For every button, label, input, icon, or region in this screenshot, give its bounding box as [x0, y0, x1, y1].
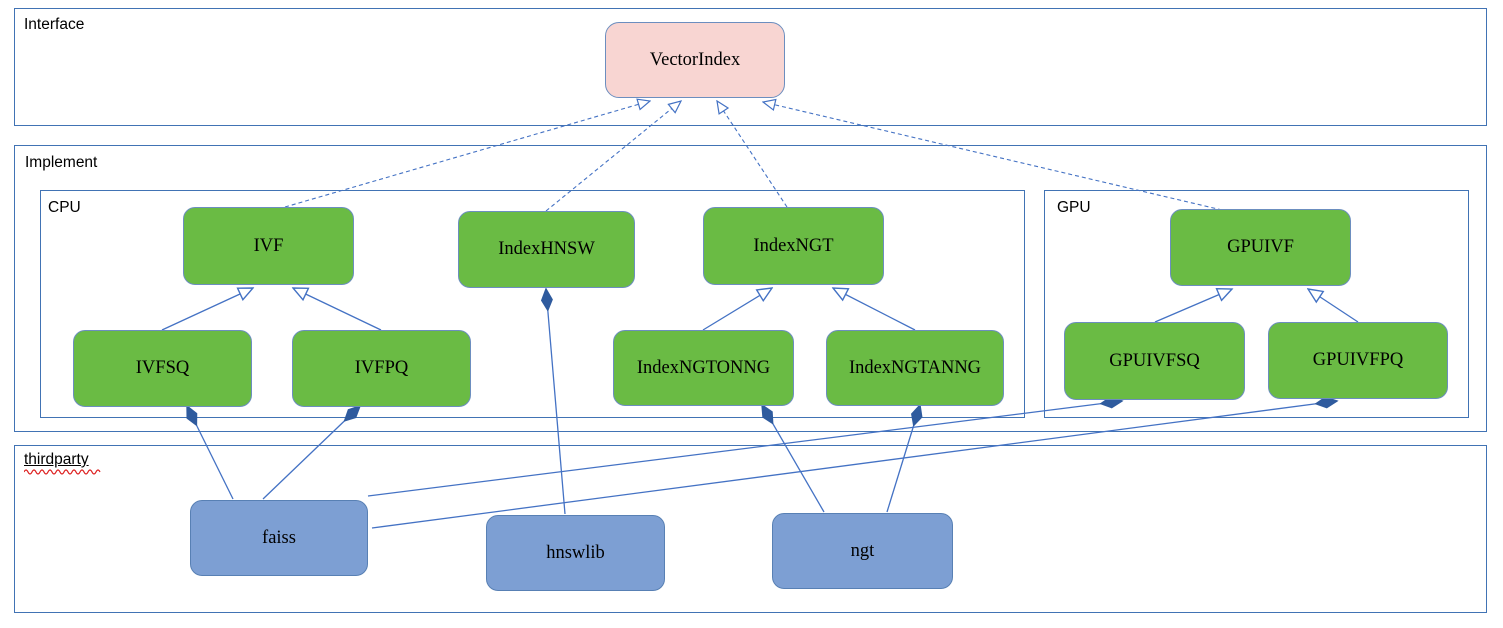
section-thirdparty[interactable] [14, 445, 1487, 613]
section-interface[interactable] [14, 8, 1487, 126]
node-indexngt[interactable]: IndexNGT [703, 207, 884, 285]
edge-indexhnsw-hnswlib [546, 289, 566, 515]
edge-gpuivfpq-gpuivf [1308, 289, 1359, 323]
edge-indexngt-vectorindex [717, 101, 788, 208]
node-indexhnsw[interactable]: IndexHNSW [458, 211, 635, 288]
node-faiss[interactable]: faiss [190, 500, 368, 576]
node-indexngtanng[interactable]: IndexNGTANNG [826, 330, 1004, 406]
edge-gpuivfsq-faiss [367, 401, 1122, 497]
node-ivf[interactable]: IVF [183, 207, 354, 285]
edge-ivfpq-ivf [293, 288, 382, 331]
node-gpuivfsq[interactable]: GPUIVFSQ [1064, 322, 1245, 400]
section-label-implement: Implement [25, 154, 98, 171]
edge-indexhnsw-vectorindex [545, 101, 681, 212]
node-indexngtonng[interactable]: IndexNGTONNG [613, 330, 794, 406]
section-implement[interactable] [14, 145, 1487, 432]
node-vectorindex[interactable]: VectorIndex [605, 22, 785, 98]
edge-ivfsq-ivf [161, 288, 253, 331]
edge-gpuivfsq-gpuivf [1154, 289, 1232, 323]
section-label-interface: Interface [24, 16, 85, 33]
node-hnswlib[interactable]: hnswlib [486, 515, 665, 591]
edge-ivfsq-faiss [187, 406, 234, 500]
node-gpuivf[interactable]: GPUIVF [1170, 209, 1351, 286]
node-ivfpq[interactable]: IVFPQ [292, 330, 471, 407]
edge-ivfpq-faiss [262, 406, 360, 500]
edge-indexngtonng-ngt [762, 405, 825, 513]
section-cpu[interactable] [40, 190, 1025, 418]
edge-gpuivf-vectorindex [763, 102, 1223, 211]
edge-ivf-vectorindex [284, 101, 650, 208]
section-label-cpu: CPU [48, 199, 81, 216]
section-label-thirdparty: thirdparty [24, 451, 89, 468]
spellcheck-squiggle-icon [24, 469, 101, 475]
edge-gpuivfpq-faiss [371, 401, 1337, 529]
section-gpu[interactable] [1044, 190, 1469, 418]
edge-indexngtonng-indexngt [702, 288, 772, 331]
edge-indexngtanng-indexngt [833, 288, 916, 331]
node-ngt[interactable]: ngt [772, 513, 953, 589]
section-label-gpu: GPU [1057, 199, 1091, 216]
node-gpuivfpq[interactable]: GPUIVFPQ [1268, 322, 1448, 399]
node-ivfsq[interactable]: IVFSQ [73, 330, 252, 407]
